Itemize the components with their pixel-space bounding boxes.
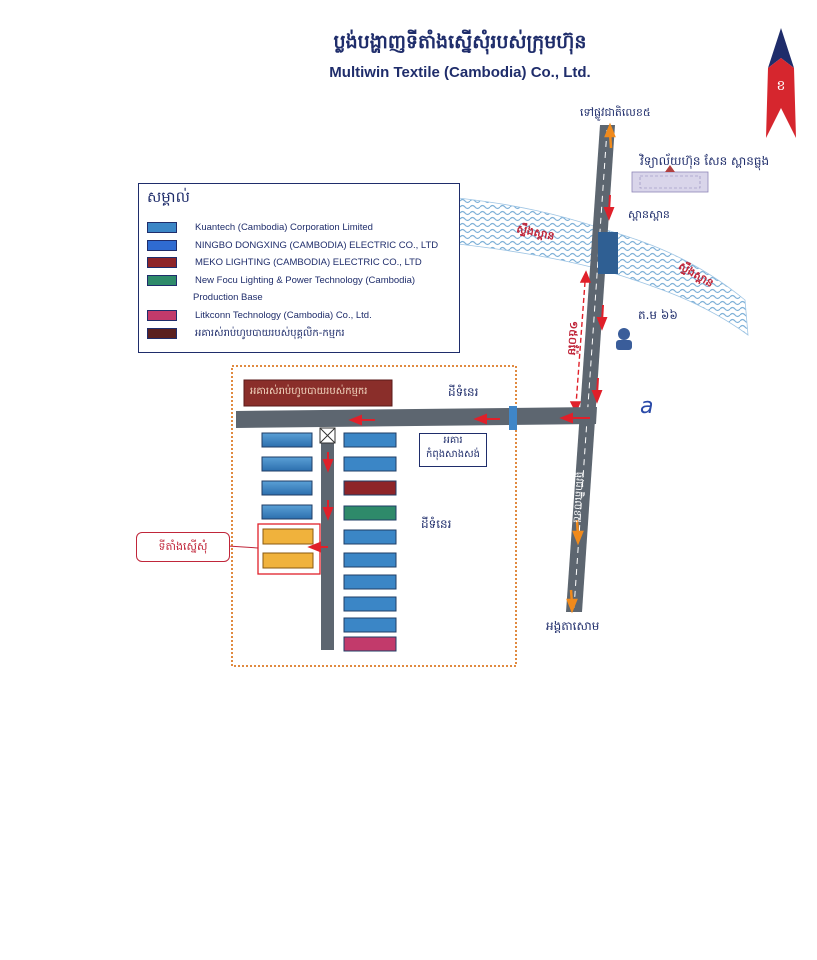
page-title-khmer: ប្លង់បង្ហាញទីតាំងស្នើសុំរបស់ក្រុមហ៊ុន	[333, 31, 587, 53]
road-top-label: ទៅផ្លូវជាតិលេខ៥	[580, 106, 651, 119]
legend-swatch-blank	[147, 293, 175, 302]
legend-label: NINGBO DONGXING (CAMBODIA) ELECTRIC CO.,…	[195, 239, 439, 251]
school-building-icon	[631, 165, 709, 193]
police-label: ត.ម ៦៦	[638, 308, 678, 322]
compound-boundary	[231, 365, 517, 667]
page-title-english: Multiwin Textile (Cambodia) Co., Ltd.	[329, 64, 591, 81]
buildings-right	[343, 432, 397, 652]
requested-site-callout: ទីតាំងស្នើសុំ	[136, 532, 230, 562]
svg-text:ខ: ខ	[777, 78, 786, 94]
compound-red-arrows	[307, 412, 590, 553]
legend-label: Production Base	[193, 291, 263, 303]
legend-item: MEKO LIGHTING (CAMBODIA) ELECTRIC CO., L…	[147, 255, 422, 269]
internal-road	[321, 428, 334, 650]
legend-item: Litkconn Technology (Cambodia) Co., Ltd.	[147, 308, 372, 322]
distance-line	[569, 270, 592, 414]
bridge-label: ស្ពានស្ពាន	[628, 208, 670, 221]
construction-label: អគារកំពុងសាងសង់	[419, 433, 487, 467]
legend-swatch	[147, 309, 177, 321]
legend-swatch	[147, 327, 177, 339]
legend-swatch	[147, 256, 177, 268]
orange-arrows	[566, 122, 616, 614]
legend-label: អគារស់រាប់ហូបបាយរបស់បុគ្គលិក-កម្មករ	[195, 327, 345, 339]
distance-label: ១៥០ម៉ែ	[565, 320, 581, 356]
requested-site-building	[262, 552, 314, 569]
legend-swatch	[147, 221, 177, 233]
legend-item: អគារស់រាប់ហូបបាយរបស់បុគ្គលិក-កម្មករ	[147, 326, 345, 340]
legend-item: New Focu Lighting & Power Technology (Ca…	[147, 273, 415, 287]
legend-item: NINGBO DONGXING (CAMBODIA) ELECTRIC CO.,…	[147, 238, 438, 252]
north-arrow-icon: ខ	[766, 28, 796, 138]
national-road	[566, 125, 615, 612]
road-bottom-label: អង្គតាសោម	[546, 619, 600, 633]
requested-site-frame	[257, 523, 321, 575]
legend-title: សម្គាល់	[147, 188, 190, 206]
legend-item: Kuantech (Cambodia) Corporation Limited	[147, 220, 373, 234]
legend-swatch	[147, 274, 177, 286]
gate	[509, 406, 517, 430]
legend-label: Litkconn Technology (Cambodia) Co., Ltd.	[195, 309, 372, 321]
canteen-label: អគារស់រាប់ហូបបាយរបស់កម្មករ	[250, 386, 368, 397]
vacant-land-label-top: ដីទំនេរ	[448, 385, 479, 399]
police-station-icon	[616, 328, 632, 350]
bridge	[598, 232, 618, 274]
red-arrows	[591, 194, 615, 404]
map-legend: សម្គាល់ Kuantech (Cambodia) Corporation …	[138, 183, 460, 353]
handwritten-annotation: a	[640, 394, 654, 419]
legend-label: New Focu Lighting & Power Technology (Ca…	[195, 274, 416, 286]
legend-label: MEKO LIGHTING (CAMBODIA) ELECTRIC CO., L…	[195, 256, 422, 268]
requested-site-building	[262, 528, 314, 545]
school-label: វិទ្យាល័យហ៊ុន សែន ស្ពានធ្លុង	[640, 154, 770, 168]
canteen-building	[243, 379, 393, 407]
legend-swatch	[147, 239, 177, 251]
buildings-left	[261, 432, 313, 520]
vacant-land-label-mid: ដីទំនេរ	[421, 517, 452, 531]
legend-label: Kuantech (Cambodia) Corporation Limited	[195, 221, 373, 233]
entrance-road	[236, 407, 597, 428]
legend-item: Production Base	[147, 290, 263, 304]
